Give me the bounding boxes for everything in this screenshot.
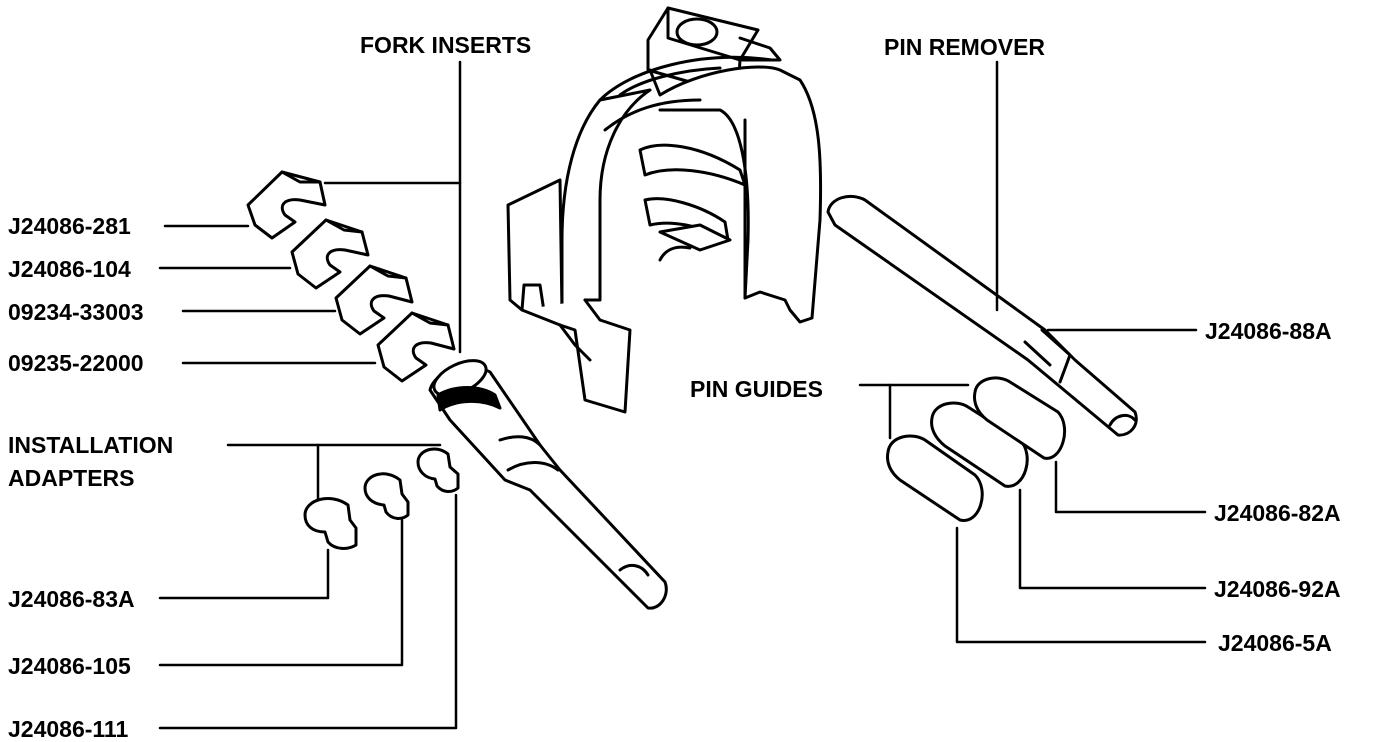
part-label-J24086-104: J24086-104 xyxy=(8,256,131,282)
fork-insert-4 xyxy=(376,311,456,383)
part-label-J24086-88A: J24086-88A xyxy=(1205,318,1332,344)
fork-insert-plates xyxy=(246,170,456,383)
heading-pin-remover: PIN REMOVER xyxy=(884,34,1046,60)
heading-fork-inserts: FORK INSERTS xyxy=(360,32,532,58)
pin-remover-tool xyxy=(826,195,1138,437)
part-label-J24086-5A: J24086-5A xyxy=(1218,630,1332,656)
installation-tool xyxy=(428,359,668,610)
part-label-09234-33003: 09234-33003 xyxy=(8,299,144,325)
heading-installation-line-1: INSTALLATION xyxy=(8,432,174,458)
heading-pin-guides: PIN GUIDES xyxy=(690,376,823,402)
part-label-J24086-83A: J24086-83A xyxy=(8,586,135,612)
installation-adapters xyxy=(303,447,460,550)
leader-J24086-111 xyxy=(158,493,458,730)
part-label-J24086-281: J24086-281 xyxy=(8,213,131,239)
part-label-J24086-82A: J24086-82A xyxy=(1214,500,1341,526)
leader-lines xyxy=(158,60,1207,730)
fork-insert-1 xyxy=(246,170,327,240)
fork-insert-3 xyxy=(334,264,414,336)
heading-installation-line-2: ADAPTERS xyxy=(8,465,135,491)
part-label-J24086-92A: J24086-92A xyxy=(1214,576,1341,602)
part-label-J24086-105: J24086-105 xyxy=(8,653,131,679)
pin-guides xyxy=(886,376,1067,522)
leader-J24086-83A xyxy=(158,548,330,600)
fork-insert-2 xyxy=(290,218,370,290)
part-label-J24086-111: J24086-111 xyxy=(8,716,129,742)
leader-J24086-5A xyxy=(955,526,1207,644)
leader-J24086-92A xyxy=(1018,488,1207,590)
yoke-frame xyxy=(506,6,823,414)
leader-J24086-82A xyxy=(1054,460,1207,514)
part-label-09235-22000: 09235-22000 xyxy=(8,350,144,376)
leader-J24086-105 xyxy=(158,518,404,667)
